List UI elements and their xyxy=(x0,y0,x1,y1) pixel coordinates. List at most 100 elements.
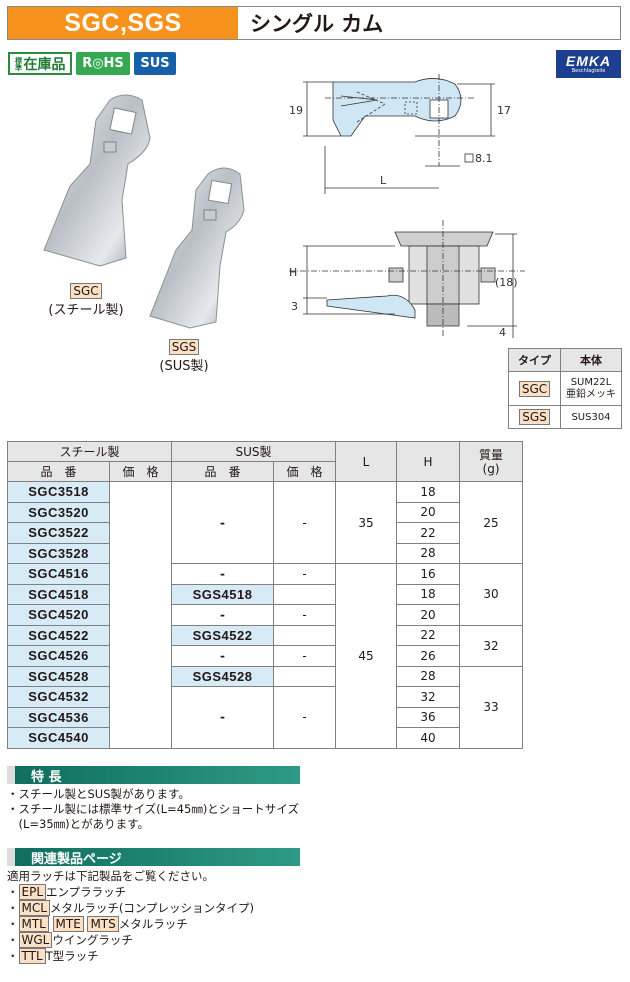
dim-4: 4 xyxy=(499,326,506,339)
product-table: スチール製 SUS製 L H 質量 (g) 品 番 価 格 品 番 価 格 SG… xyxy=(6,441,524,749)
section-marker xyxy=(7,766,15,784)
sgs-price: - xyxy=(273,563,337,585)
section-marker xyxy=(7,848,15,866)
spec-body-line2: 亜鉛メッキ xyxy=(566,388,616,400)
stock-label: 在庫品 xyxy=(23,56,66,73)
spec-header-body: 本体 xyxy=(560,348,622,372)
mass-value: 33 xyxy=(459,665,524,749)
sgc-part-no: SGC4518 xyxy=(7,583,110,605)
features-title: 特 長 xyxy=(31,769,62,785)
sgc-tag: SGC xyxy=(70,283,102,299)
stock-badge: 標準 在庫品 xyxy=(8,52,72,75)
related-label: メタルラッチ(コンプレッションタイプ) xyxy=(49,901,255,915)
sgc-part-no: SGC3522 xyxy=(7,522,110,544)
related-title: 関連製品ページ xyxy=(31,851,122,867)
dim-18: (18) xyxy=(495,276,518,289)
l-value: 35 xyxy=(335,481,398,564)
related-tag: MCL xyxy=(18,900,50,916)
mass-value: 25 xyxy=(459,481,524,564)
related-label: ウイングラッチ xyxy=(52,933,133,947)
sgs-part-no: - xyxy=(171,604,275,626)
header-sus: SUS製 xyxy=(171,441,337,462)
sgs-part-no: - xyxy=(171,686,275,749)
h-value: 22 xyxy=(396,624,461,646)
dim-8-1: 8.1 xyxy=(475,152,493,165)
h-value: 26 xyxy=(396,645,461,667)
spec-body-line1: SUM22L xyxy=(570,376,612,388)
related-tag: MTS xyxy=(87,916,119,932)
sgs-cam-image xyxy=(149,167,245,329)
sgs-price: - xyxy=(273,645,337,667)
h-value: 28 xyxy=(396,665,461,687)
related-label: エンプララッチ xyxy=(46,885,127,899)
feature-item: ・スチール製とSUS製があります。 xyxy=(7,787,190,801)
h-value: 32 xyxy=(396,686,461,708)
sgc-cam-image xyxy=(43,94,151,267)
mass-value: 30 xyxy=(459,563,524,626)
sgs-price xyxy=(273,624,337,646)
dim-h: H xyxy=(289,266,297,279)
header-mass: 質量 (g) xyxy=(459,441,524,482)
sgc-part-no: SGC4532 xyxy=(7,686,110,708)
header-price: 価 格 xyxy=(273,461,337,482)
brand-logo: EMKA Beschlagteile xyxy=(556,50,621,78)
sgs-part-no: - xyxy=(171,645,275,667)
header-h: H xyxy=(396,441,461,482)
header-steel: スチール製 xyxy=(6,441,173,462)
spec-type-tag: SGS xyxy=(519,409,550,425)
feature-item: (L=35㎜)とがあります。 xyxy=(7,817,149,831)
sgs-price xyxy=(273,665,337,687)
sgs-price xyxy=(273,583,337,605)
related-label: T型ラッチ xyxy=(45,949,99,963)
brand-sub: Beschlagteile xyxy=(571,67,606,74)
sgc-caption-block: SGC (スチール製) xyxy=(36,283,136,318)
sgc-part-no: SGC4536 xyxy=(7,706,110,728)
dim-17: 17 xyxy=(497,104,511,117)
header-part-no: 品 番 xyxy=(7,461,110,482)
dim-3: 3 xyxy=(291,300,298,313)
dim-19: 19 xyxy=(289,104,303,117)
spec-type-tag: SGC xyxy=(518,380,551,397)
sgs-part-no: SGS4528 xyxy=(171,665,275,687)
header-mass-l2: (g) xyxy=(482,461,500,476)
spec-row-type: SGS xyxy=(508,405,561,429)
product-photos xyxy=(43,94,245,329)
related-tag: EPL xyxy=(18,884,47,900)
h-value: 28 xyxy=(396,542,461,564)
feature-item: ・スチール製には標準サイズ(L=45㎜)とショートサイズ xyxy=(7,802,299,816)
h-value: 22 xyxy=(396,522,461,544)
related-tag: WGL xyxy=(18,932,53,948)
sgc-part-no: SGC4522 xyxy=(7,624,110,646)
sgs-tag: SGS xyxy=(168,339,200,355)
related-intro: 適用ラッチは下記製品をご覧ください。 xyxy=(7,869,214,883)
h-value: 40 xyxy=(396,727,461,749)
material-spec-table: タイプ 本体 SGC SUM22L 亜鉛メッキ SGS SUS304 xyxy=(508,348,622,429)
sgc-part-no: SGC4520 xyxy=(7,604,110,626)
related-header: 関連製品ページ xyxy=(7,848,300,867)
features-list: ・スチール製とSUS製があります。 ・スチール製には標準サイズ(L=45㎜)とシ… xyxy=(7,787,317,832)
product-code-title: SGC,SGS xyxy=(8,7,238,39)
header-part-no: 品 番 xyxy=(171,461,275,482)
sgs-price: - xyxy=(273,604,337,626)
mass-value: 32 xyxy=(459,624,524,667)
sgs-price: - xyxy=(273,686,337,749)
h-value: 20 xyxy=(396,604,461,626)
sgc-part-no: SGC3520 xyxy=(7,501,110,523)
sgc-part-no: SGC4526 xyxy=(7,645,110,667)
sgs-part-no: SGS4522 xyxy=(171,624,275,646)
spec-row-body: SUM22L 亜鉛メッキ xyxy=(560,371,622,406)
sgs-part-no: SGS4518 xyxy=(171,583,275,605)
header-mass-l1: 質量 xyxy=(479,447,504,462)
l-value: 45 xyxy=(335,563,398,749)
features-header: 特 長 xyxy=(7,766,300,785)
sgc-caption: (スチール製) xyxy=(48,303,124,318)
header-l: L xyxy=(335,441,398,482)
h-value: 18 xyxy=(396,481,461,503)
header-price: 価 格 xyxy=(108,461,173,482)
